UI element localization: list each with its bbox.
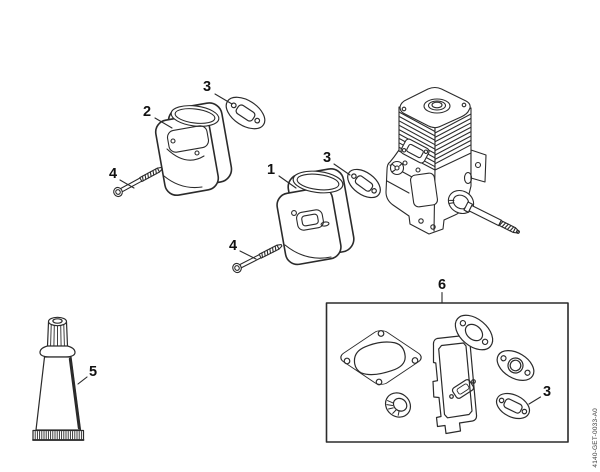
engine-assembly <box>385 86 520 235</box>
callout-screw-muffler-upper[interactable]: 4 <box>108 165 118 182</box>
carb-flange-gasket <box>496 350 535 381</box>
callout-leader-lines <box>77 93 542 405</box>
drawing-number: 4140-GET-0033-A0 <box>592 408 599 468</box>
gasket-in-set <box>495 392 531 420</box>
callout-gasket-muffler-upper[interactable]: 3 <box>202 78 212 95</box>
oil-seal <box>384 392 412 418</box>
muffler-lower <box>276 168 355 266</box>
carburetor-plate <box>432 334 478 435</box>
callout-muffler-upper[interactable]: 2 <box>142 103 152 120</box>
gasket-engine <box>347 168 381 199</box>
muffler-upper <box>154 102 233 197</box>
callout-gasket-in-set[interactable]: 3 <box>542 383 552 400</box>
gasket-set <box>325 302 569 443</box>
sealant-tube <box>32 316 85 441</box>
callout-muffler-lower[interactable]: 1 <box>266 161 276 178</box>
screw-muffler-upper <box>113 166 163 198</box>
screw-muffler-lower <box>232 244 283 274</box>
callout-gasket-set[interactable]: 6 <box>437 276 447 293</box>
callout-sealant-tube[interactable]: 5 <box>88 363 98 380</box>
callout-gasket-engine[interactable]: 3 <box>322 149 332 166</box>
gasket-set-box <box>325 302 569 443</box>
gasket-muffler-upper <box>225 96 266 130</box>
callout-screw-muffler-lower[interactable]: 4 <box>228 237 238 254</box>
cylinder-gasket <box>340 330 422 386</box>
